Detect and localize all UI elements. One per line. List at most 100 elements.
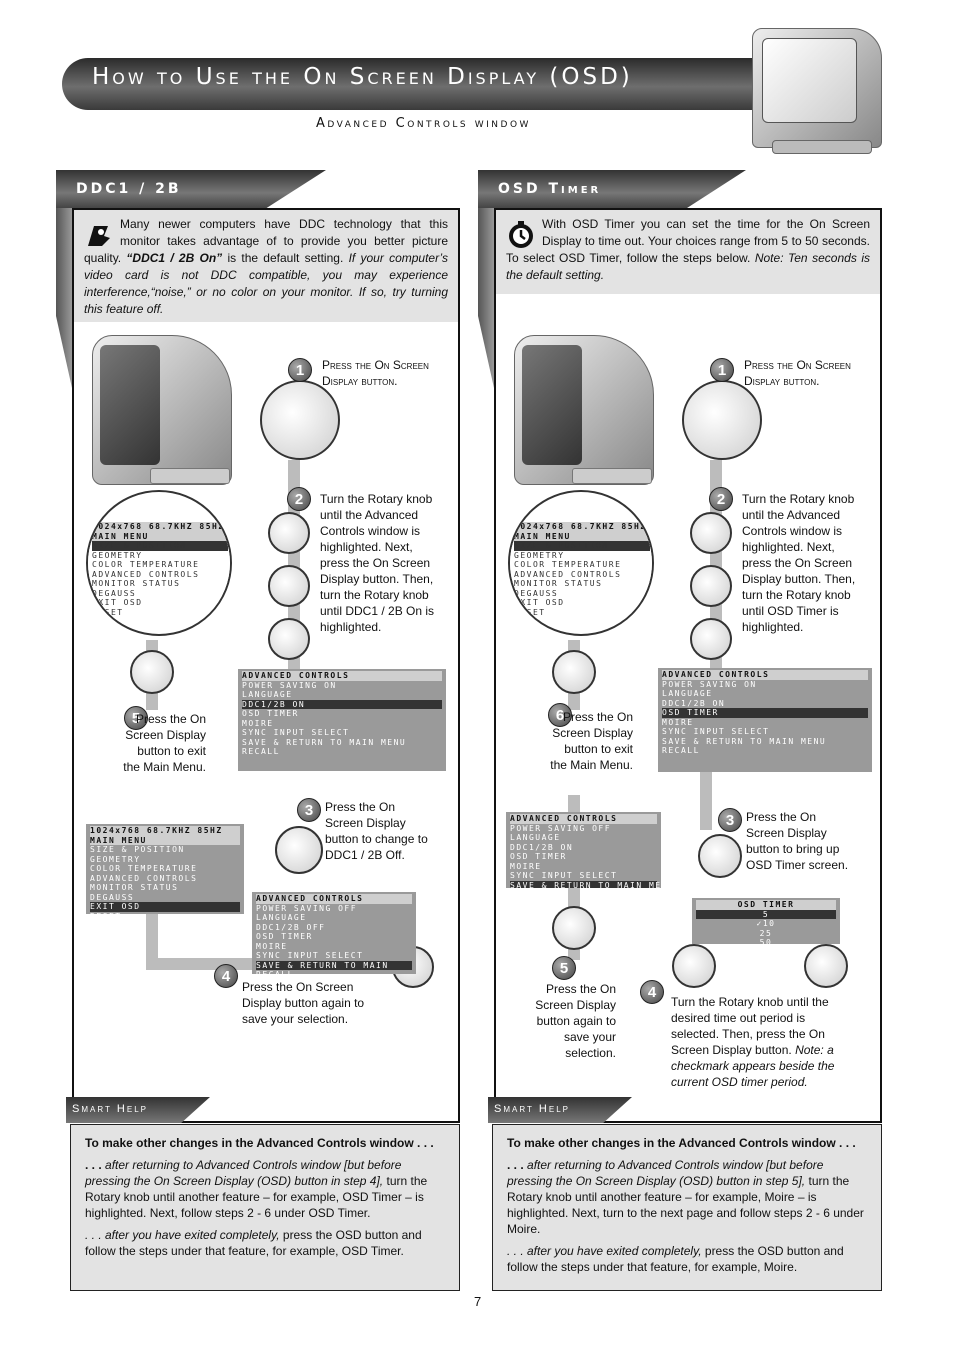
knob-icon: [275, 826, 323, 874]
knob-icon: [130, 650, 174, 694]
step-number: 4: [214, 964, 238, 988]
menu-item: MOIRE: [242, 718, 274, 728]
step-number: 2: [709, 487, 733, 511]
menu-item: OSD TIMER: [510, 852, 567, 861]
help-right-heading: To make other changes in the Advanced Co…: [507, 1136, 856, 1150]
smart-help-left: To make other changes in the Advanced Co…: [70, 1124, 460, 1291]
menu-item: SAVE & RETURN TO MAIN MENU: [242, 737, 407, 747]
knob-icon: [698, 834, 742, 878]
knob-icon: [268, 512, 310, 554]
menu-item: SAVE & RETURN TO MAIN MENU: [510, 880, 661, 888]
right-step4-lead: Turn the Rotary knob until the desired t…: [671, 995, 829, 1057]
right-intro: With OSD Timer you can set the time for …: [496, 210, 880, 294]
right-step1-text: Press the On Screen Display button.: [744, 358, 851, 388]
help-right-p1: . . . after returning to Advanced Contro…: [507, 1158, 864, 1236]
step-number: 3: [718, 808, 742, 832]
right-step2-text: Turn the Rotary knob until the Advanced …: [742, 492, 856, 634]
step-number: 4: [640, 980, 664, 1004]
knob-icon: [268, 618, 310, 660]
right-step3-text: Press the On Screen Display button to br…: [746, 810, 849, 872]
smart-help-tab-right: Smart Help: [488, 1097, 632, 1123]
connector: [146, 905, 158, 965]
menu-item: MAIN MENU: [514, 531, 650, 541]
right-step4-text: Turn the Rotary knob until the desired t…: [671, 994, 841, 1090]
menu-item: EXIT OSD: [514, 598, 565, 607]
menu-item: 1024x768 68.7KHZ 85HZ: [514, 522, 650, 532]
left-intro-mid: is the default setting.: [227, 251, 344, 265]
right-tab-shadow: [478, 208, 494, 388]
help-right-p2: . . . after you have exited completely, …: [507, 1244, 844, 1274]
title-bar: [62, 58, 762, 110]
menu-item: POWER SAVING OFF: [256, 903, 358, 913]
right-monitor-screen: [522, 345, 582, 465]
menu-item: EXIT OSD: [90, 902, 240, 912]
menu-item: ADVANCED CONTROLS: [256, 894, 412, 904]
menu-item: DDC1/2B OFF: [256, 922, 326, 932]
right-zoom-knob: [682, 380, 762, 460]
menu-item: DDC1/2B ON: [510, 842, 574, 852]
knob-icon: [804, 944, 848, 988]
left-zoom-knob: [260, 380, 340, 460]
step-number: 5: [124, 706, 148, 730]
menu-item: MOIRE: [256, 941, 288, 951]
menu-item: ADVANCED CONTROLS: [242, 671, 442, 681]
left-intro: Many newer computers have DDC technology…: [74, 210, 458, 322]
menu-item: SAVE & RETURN TO MAIN MENU: [662, 736, 827, 746]
menu-item: POWER SAVING ON: [242, 680, 337, 690]
menu-item: DEGAUSS: [514, 588, 559, 598]
right-step4-italic: Note: a checkmark appears beside the cur…: [671, 1043, 835, 1089]
right-monitor-base: [572, 468, 652, 484]
step-number: 3: [297, 798, 321, 822]
menu-item: 25: [759, 928, 773, 938]
menu-item: 5: [696, 909, 836, 919]
left-intro-italic: If your computer’s video card is not DDC…: [84, 251, 448, 316]
monitor-base: [772, 140, 872, 154]
menu-item: SYNC INPUT SELECT: [256, 951, 364, 960]
step-number: 6: [548, 703, 572, 727]
right-intro-italic: Note: Ten seconds is the default setting…: [506, 251, 870, 282]
page-subtitle: Advanced Controls window: [316, 116, 531, 131]
left-step1-text: Press the On Screen Display button.: [322, 358, 429, 388]
knob-icon: [552, 650, 596, 694]
menu-item: DDC1/2B ON: [662, 698, 726, 708]
left-intro-lead: Many newer computers have DDC technology…: [84, 217, 448, 265]
menu-item: LANGUAGE: [510, 833, 561, 842]
menu-item: GEOMETRY: [92, 550, 143, 560]
section-title-ddc: DDC1 / 2B: [76, 181, 182, 197]
menu-item: COLOR TEMPERATURE: [514, 560, 622, 569]
menu-item: ADVANCED CONTROLS: [90, 873, 198, 883]
menu-item: COLOR TEMPERATURE: [92, 560, 200, 569]
right-step6-text: Press the On Screen Display button to ex…: [550, 710, 633, 772]
menu-item: 50: [759, 938, 773, 944]
step-number: 1: [288, 358, 312, 382]
menu-item: SYNC INPUT SELECT: [662, 727, 770, 736]
left-step5-text: Press the On Screen Display button to ex…: [123, 712, 206, 774]
menu-item: SAVE & RETURN TO MAIN: [256, 960, 412, 970]
menu-item: 1024x768 68.7KHZ 85HZ: [92, 522, 228, 532]
left-intro-quote: “DDC1 / 2B On”: [126, 251, 223, 265]
menu-item: MONITOR STATUS: [514, 579, 603, 588]
menu-item: SIZE & POSITION: [514, 541, 650, 551]
section-title-osd-timer: OSD Timer: [498, 181, 602, 197]
page-title: How to Use the On Screen Display (OSD): [92, 64, 633, 90]
left-monitor-screen: [100, 345, 160, 465]
left-tab-shadow: [56, 208, 72, 388]
help-left-p2: . . . after you have exited completely, …: [85, 1228, 422, 1258]
left-step2-text: Turn the Rotary knob until the Advanced …: [320, 492, 435, 634]
menu-item: MONITOR STATUS: [90, 883, 179, 892]
menu-item: DEGAUSS: [90, 892, 135, 902]
step-number: 5: [552, 956, 576, 980]
left-step4-text: Press the On Screen Display button again…: [242, 980, 365, 1026]
menu-item: ✓10: [756, 919, 776, 928]
menu-item: 1024x768 68.7KHZ 85HZ: [90, 826, 240, 836]
knob-icon: [690, 618, 732, 660]
smart-help-right: To make other changes in the Advanced Co…: [492, 1124, 882, 1291]
menu-item: RESET: [92, 607, 124, 617]
right-intro-lead: With OSD Timer you can set the time for …: [506, 217, 870, 265]
connector: [568, 795, 580, 815]
